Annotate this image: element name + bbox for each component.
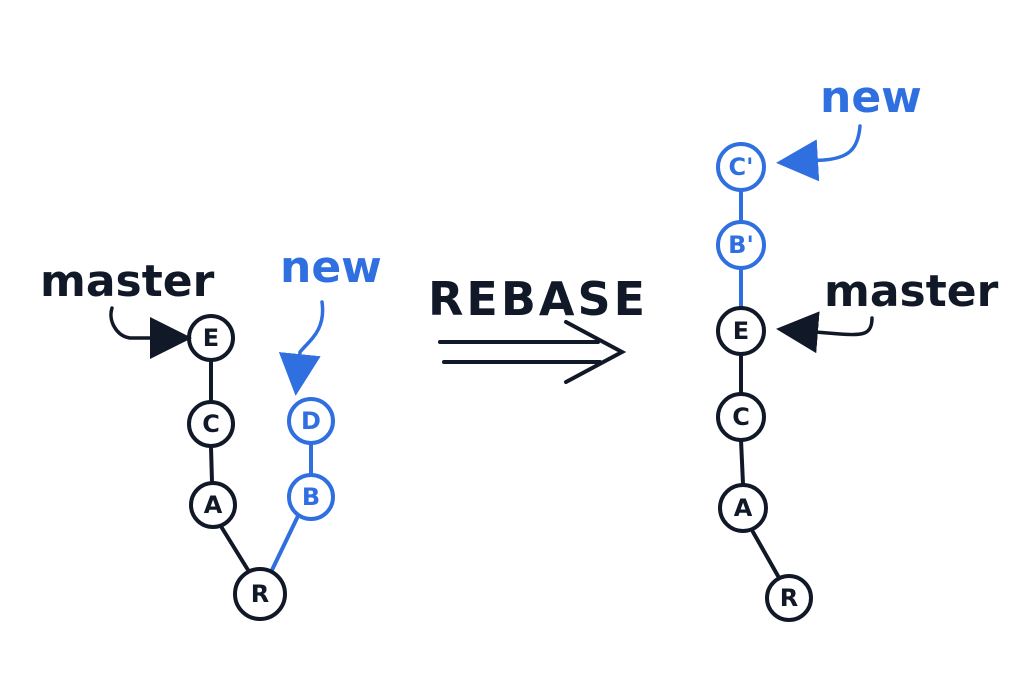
new-label-before: new: [280, 242, 382, 293]
master-arrow-after: [776, 311, 874, 354]
rebase-transition: REBASE: [428, 272, 648, 384]
node-b-label: B: [302, 483, 320, 511]
node-r-label: R: [251, 580, 269, 608]
node-r: R: [233, 567, 287, 621]
node-b: B: [287, 473, 335, 521]
node-e: E: [187, 314, 235, 362]
master-label-after: master: [824, 266, 999, 317]
edge-c-a-after: [739, 438, 745, 486]
node-b-prime-label: B': [728, 231, 754, 259]
node-r-after: R: [765, 574, 813, 622]
after-graph: C' B' E C A R new master: [716, 72, 999, 622]
node-a-label: A: [204, 491, 223, 519]
node-c-after-label: C: [732, 403, 750, 431]
rebase-arrow-head: [564, 320, 627, 384]
node-b-prime: B': [716, 220, 766, 270]
node-r-after-label: R: [780, 584, 798, 612]
node-c-after: C: [716, 392, 766, 442]
node-c-label: C: [202, 410, 220, 438]
node-d: D: [287, 397, 335, 445]
node-c-prime: C': [716, 142, 766, 192]
node-a-after-label: A: [734, 494, 753, 522]
node-c-prime-label: C': [729, 153, 754, 181]
rebase-label: REBASE: [428, 272, 648, 326]
master-label-before: master: [40, 256, 215, 307]
node-d-label: D: [301, 407, 321, 435]
node-e-label: E: [203, 324, 219, 352]
node-a: A: [189, 481, 237, 529]
edge-c-a: [209, 445, 214, 484]
edge-b-r: [270, 514, 300, 572]
node-c: C: [187, 400, 235, 448]
new-arrow-before: [278, 300, 325, 396]
node-e-after: E: [716, 306, 766, 356]
new-label-after: new: [820, 72, 922, 123]
edge-a-r-after: [751, 530, 780, 578]
node-e-after-label: E: [733, 317, 749, 345]
before-graph: E C A R D B master new: [40, 242, 382, 621]
edge-a-r: [220, 526, 250, 572]
node-a-after: A: [718, 483, 768, 533]
master-arrow-before: [109, 306, 192, 359]
new-arrow-after: [776, 124, 862, 182]
